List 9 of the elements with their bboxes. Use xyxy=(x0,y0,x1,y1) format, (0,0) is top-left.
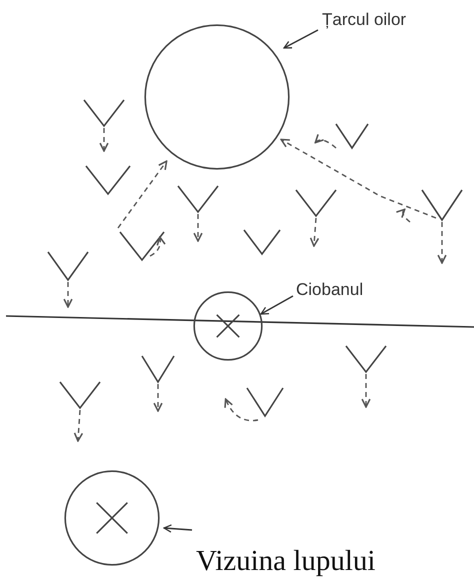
label: Ciobanul xyxy=(296,280,396,302)
den-circle xyxy=(64,470,160,566)
label: Vizuina lupului xyxy=(196,545,466,579)
leader-line xyxy=(260,295,294,315)
label: Țarcul oilor xyxy=(322,10,452,34)
leader-line xyxy=(283,29,318,49)
pen-circle xyxy=(144,24,290,170)
shepherd-circle xyxy=(193,291,263,361)
leader-line xyxy=(163,524,192,533)
